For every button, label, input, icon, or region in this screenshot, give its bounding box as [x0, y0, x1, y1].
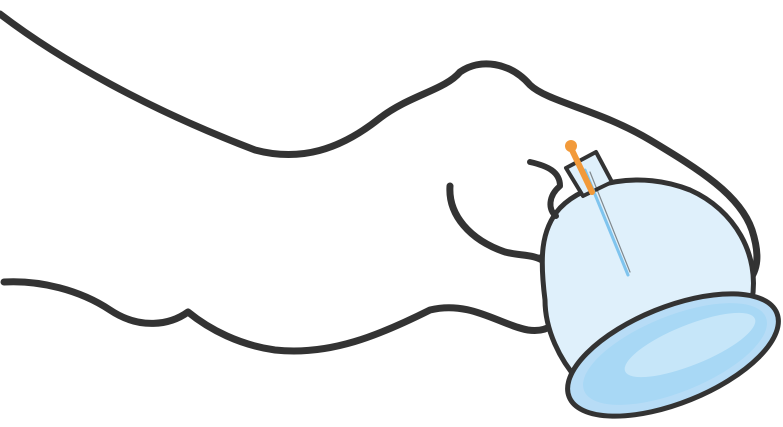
cup-opening-highlight	[624, 312, 756, 378]
pin-needle-shadow	[589, 171, 631, 273]
pin-handle	[568, 145, 595, 195]
cup-body	[539, 177, 756, 383]
pin-head	[565, 140, 577, 152]
thumb-outline	[446, 182, 549, 266]
valve-pin-icon	[565, 140, 631, 277]
cupping-cup-icon	[539, 150, 781, 419]
hand-lower-outline	[0, 254, 570, 355]
finger-outline	[527, 159, 563, 219]
hand-icon	[0, 10, 761, 286]
